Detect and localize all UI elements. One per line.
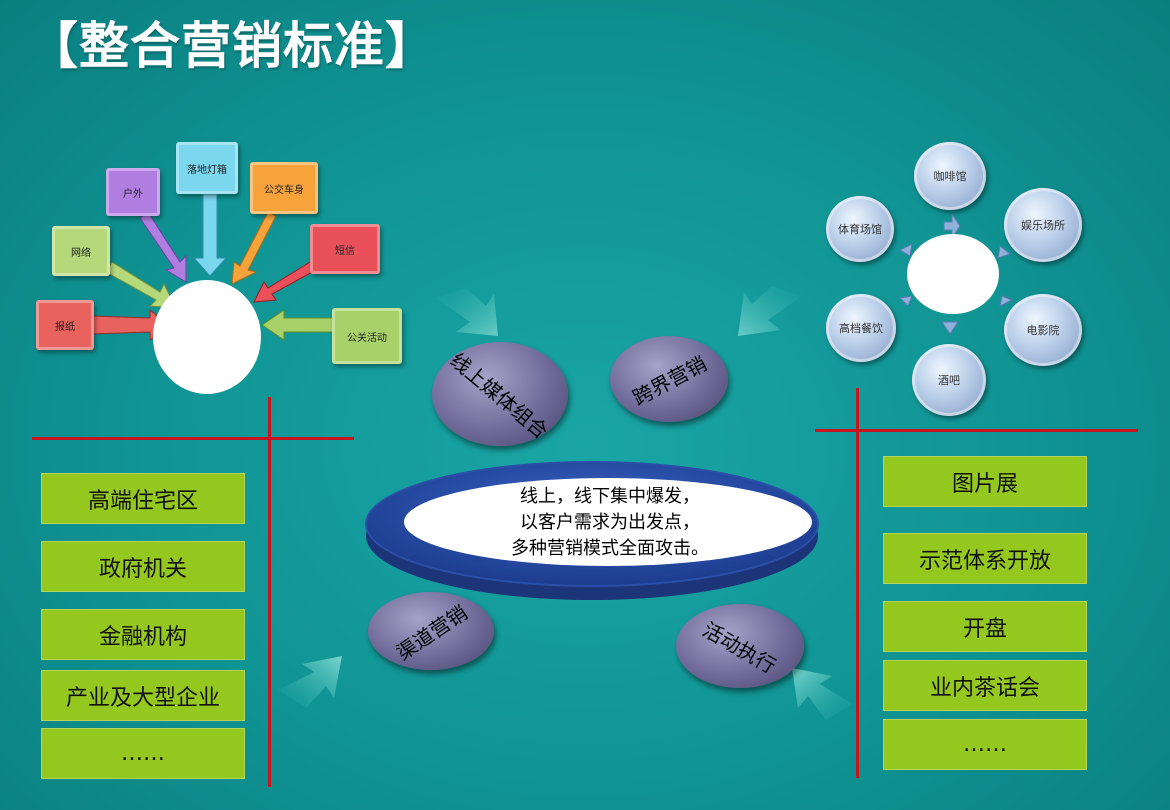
right-vline: [856, 388, 859, 778]
media-newspaper: 报纸: [36, 300, 94, 350]
oval-events-label: 活动执行: [698, 616, 780, 678]
left-list-item: 金融机构: [41, 609, 245, 660]
center-line-2: 以客户需求为出发点，: [520, 512, 700, 533]
right-list-item: 开盘: [883, 601, 1087, 652]
page-title: 【整合营销标准】: [28, 17, 436, 75]
arrow-top-right: [738, 286, 802, 336]
media-label: 落地灯箱: [187, 164, 227, 176]
arrow-top-left: [436, 288, 498, 336]
right-list-item: 示范体系开放: [883, 533, 1087, 584]
arrow-bottom-left: [278, 656, 342, 708]
media-outdoor: 户外: [106, 168, 160, 216]
left-hline: [32, 437, 354, 440]
venue-stadium: 体育场馆: [826, 196, 894, 262]
venue-label: 娱乐场所: [1021, 219, 1065, 232]
venue-label: 酒吧: [938, 374, 960, 387]
right-list-item: ……: [883, 719, 1087, 770]
venue-bar: 酒吧: [912, 344, 986, 416]
venue-fine-dining: 高档餐饮: [826, 294, 896, 362]
right-list-item: 图片展: [883, 456, 1087, 507]
left-list-item: ……: [41, 728, 245, 779]
venue-label: 高档餐饮: [839, 322, 883, 335]
left-list-item: 高端住宅区: [41, 473, 245, 524]
venue-label: 咖啡馆: [933, 170, 967, 183]
oval-events: 活动执行: [676, 604, 804, 688]
venue-label: 体育场馆: [838, 223, 882, 236]
venue-entertainment: 娱乐场所: [1004, 188, 1082, 262]
media-sms: 短信: [310, 224, 380, 274]
arrow-bottom-right: [792, 668, 852, 720]
center-message: 线上，线下集中爆发， 以客户需求为出发点， 多种营销模式全面攻击。: [410, 484, 810, 562]
media-internet: 网络: [52, 226, 110, 276]
oval-online-media-label: 线上媒体组合: [445, 347, 553, 443]
media-bus-body: 公交车身: [250, 162, 318, 214]
media-label: 公交车身: [264, 184, 304, 196]
center-line-1: 线上，线下集中爆发，: [520, 486, 700, 507]
left-list-item: 政府机关: [41, 541, 245, 592]
center-line-3: 多种营销模式全面攻击。: [511, 538, 709, 559]
media-label: 短信: [335, 245, 355, 257]
media-hub-circle: [153, 280, 261, 394]
media-arrows: [91, 193, 335, 342]
oval-channel-label: 渠道营销: [391, 599, 472, 665]
media-label: 网络: [71, 247, 91, 259]
right-list-item: 业内茶话会: [883, 660, 1087, 711]
left-list-item: 产业及大型企业: [41, 670, 245, 721]
oval-online-media: 线上媒体组合: [432, 342, 568, 446]
media-label: 报纸: [55, 321, 75, 333]
media-pr-events: 公关活动: [332, 308, 402, 364]
venue-cinema: 电影院: [1004, 294, 1082, 366]
media-lightbox: 落地灯箱: [176, 142, 238, 194]
oval-crossover-label: 跨界营销: [628, 350, 711, 410]
left-vline: [268, 397, 271, 787]
venue-arrows: [898, 212, 1014, 335]
media-label: 户外: [123, 188, 143, 200]
oval-crossover: 跨界营销: [610, 336, 728, 422]
media-label: 公关活动: [347, 332, 387, 344]
center-oval: [404, 478, 812, 566]
venue-cafe: 咖啡馆: [914, 142, 986, 210]
right-hline: [815, 429, 1138, 432]
oval-channel: 渠道营销: [368, 592, 494, 670]
venue-label: 电影院: [1026, 324, 1060, 337]
venue-hub-circle: [907, 234, 999, 314]
